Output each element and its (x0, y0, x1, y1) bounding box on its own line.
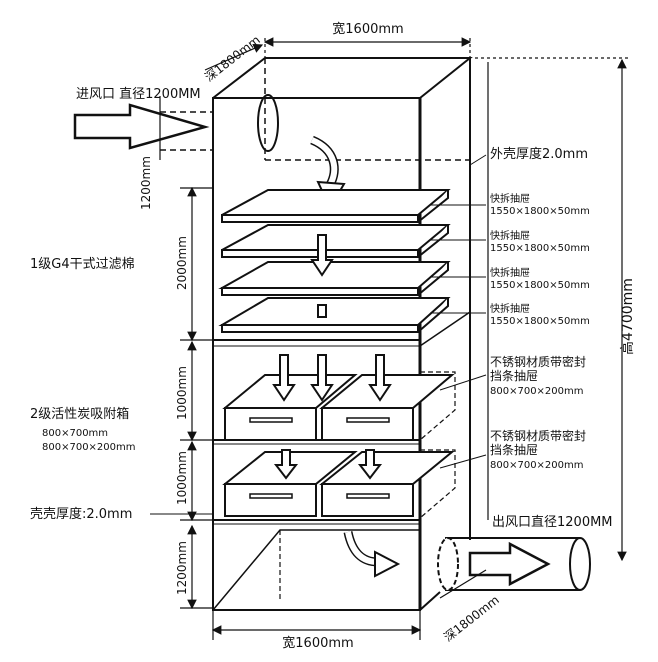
drawer-title: 快拆抽屉 (490, 192, 530, 205)
outlet-arrow (468, 541, 551, 587)
outlet-pipe (437, 537, 591, 591)
height-total-label: 高4700mm (619, 278, 636, 355)
box-label-line1: 不锈钢材质带密封 (490, 428, 586, 443)
filter-tray (221, 189, 451, 223)
outlet-label: 出风口直径1200MM (492, 515, 613, 530)
carbon-box (319, 374, 455, 441)
stage2-height-a: 1000mm (175, 366, 189, 420)
stage2-size-a: 800×700mm (42, 428, 108, 439)
stage2-height-b: 1000mm (175, 451, 189, 505)
width-bottom-label: 宽1600mm (282, 635, 353, 651)
filter-trays (218, 189, 451, 333)
tray-flow-arrows (310, 234, 334, 318)
cabinet-top-face (212, 57, 473, 99)
bottom-height-label: 1200mm (175, 541, 189, 595)
inlet-port (160, 94, 279, 152)
drawer-size: 1550×1800×50mm (490, 316, 590, 327)
filter-tray (218, 261, 451, 296)
drawer-pullout-outlines (419, 371, 456, 519)
cabinet-frame (212, 57, 473, 611)
leader-lines (150, 154, 487, 515)
drawer-title: 快拆抽屉 (490, 302, 530, 315)
stage1-height-label: 2000mm (175, 236, 189, 290)
depth-bottom-label: 深1800mm (441, 593, 502, 645)
box-label-size: 800×700×200mm (490, 460, 584, 471)
inlet-arrow (73, 103, 210, 150)
drawer-title: 快拆抽屉 (490, 229, 530, 242)
filter-tray (218, 297, 451, 333)
inlet-label: 进风口 直径1200MM (76, 87, 201, 102)
drawer-title: 快拆抽屉 (490, 266, 530, 279)
shell-thickness-top-label: 外壳厚度2.0mm (490, 146, 588, 162)
inlet-height-label: 1200mm (139, 156, 153, 210)
box-label-line1: 不锈钢材质带密封 (490, 354, 586, 369)
stage1-label: 1级G4干式过滤棉 (30, 257, 135, 272)
width-top-label: 宽1600mm (332, 21, 403, 37)
carbon-box (319, 451, 455, 517)
drawer-size: 1550×1800×50mm (490, 206, 590, 217)
box-flow-arrows (272, 354, 392, 480)
drawer-size: 1550×1800×50mm (490, 243, 590, 254)
carbon-boxes (222, 374, 455, 517)
cabinet-front-face (212, 97, 421, 611)
box-label-line2: 挡条抽屉 (490, 443, 538, 457)
drawer-size: 1550×1800×50mm (490, 280, 590, 291)
box-label-line2: 挡条抽屉 (490, 369, 538, 383)
depth-top-label: 深1800mm (202, 33, 263, 85)
shell-thickness-bottom-label: 壳壳厚度:2.0mm (30, 506, 132, 522)
dimension-lines (159, 37, 630, 640)
filter-tray (221, 224, 451, 258)
stage2-size-b: 800×700×200mm (42, 442, 136, 453)
airflow-arrow-bottom (343, 530, 401, 578)
cabinet-right-side (419, 58, 471, 611)
stage2-label: 2级活性炭吸附箱 (30, 406, 129, 422)
box-label-size: 800×700×200mm (490, 386, 584, 397)
